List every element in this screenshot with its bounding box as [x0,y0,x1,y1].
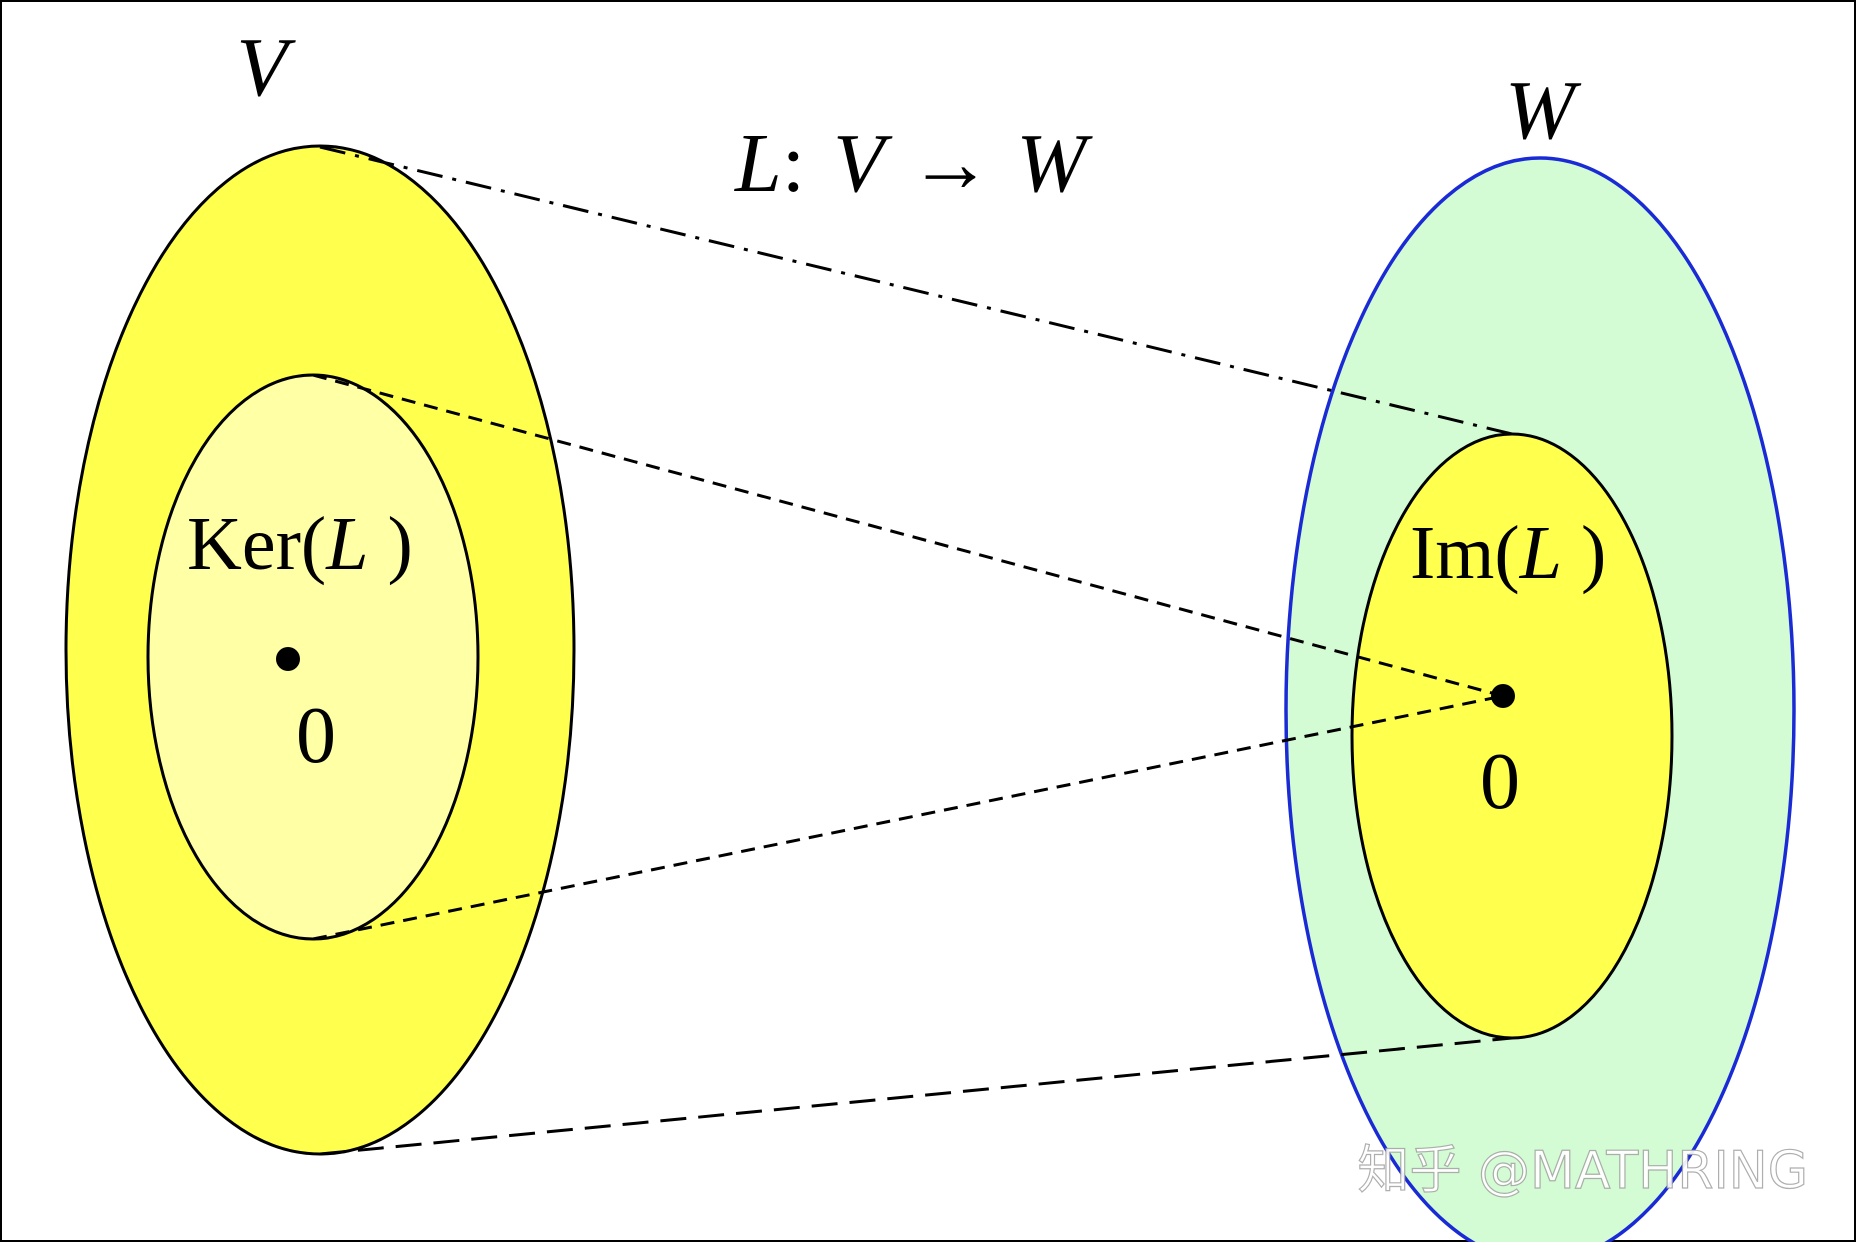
kernel-label: Ker(L ) [187,502,413,586]
kernel-set [146,373,480,941]
map-label: L: V→ W [734,117,1093,210]
image-zero-label: 0 [1480,738,1520,826]
image-label-var: L [1519,511,1562,595]
map-label-arrow: → [908,117,992,210]
kernel-mapping-line-bottom [312,694,1504,941]
map-label-name: L [734,117,782,210]
kernel-label-suffix: ) [369,502,413,586]
map-label-separator: : [782,117,805,210]
image-label-prefix: Im( [1410,511,1520,595]
kernel-label-prefix: Ker( [187,502,326,586]
domain-label: V [236,21,296,114]
map-label-to: W [1016,117,1093,210]
image-zero-point [1491,684,1515,708]
kernel-zero-point [276,647,300,671]
kernel-zero-label: 0 [296,692,336,780]
codomain-label: W [1505,64,1582,157]
kernel-label-var: L [325,502,368,586]
map-label-from: V [833,117,893,210]
image-label-suffix: ) [1562,511,1606,595]
mapping-line-top [319,145,1513,436]
image-label: Im(L ) [1410,511,1606,595]
mapping-line-bottom [319,1036,1513,1156]
watermark: 知乎 @MATHRING [1358,1141,1808,1201]
